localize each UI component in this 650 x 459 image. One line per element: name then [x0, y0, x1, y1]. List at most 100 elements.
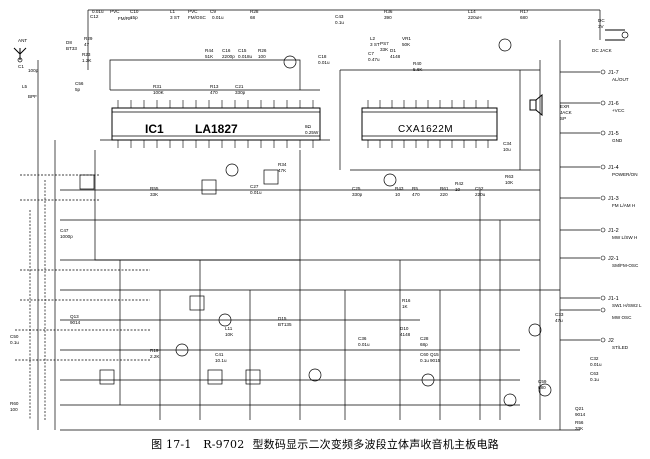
connector-function-label: FM L/AM H	[612, 203, 635, 208]
component-label: R5	[412, 186, 418, 191]
component-label: DC JACK	[592, 48, 613, 53]
component-label: 10	[455, 187, 461, 192]
connector-pin	[600, 195, 606, 201]
component-label: 330p	[352, 192, 363, 197]
component-label: R26	[258, 48, 267, 53]
ic1-part-number: LA1827	[195, 122, 238, 136]
connector-pin-label: J1-1	[608, 296, 619, 302]
component-label: 10K	[505, 180, 514, 185]
component-label: C15	[238, 48, 247, 53]
component-label: R31	[153, 84, 162, 89]
component-label: 100	[10, 407, 18, 412]
component-label: 390	[384, 15, 392, 20]
component-label: R42	[455, 181, 464, 186]
component-label: C36	[358, 336, 367, 341]
component-label: R23	[82, 52, 91, 57]
component-label: Q15	[430, 352, 439, 357]
component-label: R34	[278, 162, 287, 167]
component-label: 220	[440, 192, 448, 197]
component-label: 0.25W	[305, 130, 319, 135]
component-label: 50K	[402, 42, 411, 47]
connector-function-label: POWER/ON	[612, 172, 638, 177]
component-label: R55	[150, 186, 159, 191]
component-label: 47K	[278, 168, 287, 173]
ic2-part-number: CXA1622M	[398, 124, 453, 135]
component-label: R19	[150, 348, 159, 353]
component-label: C10	[130, 9, 139, 14]
component-label: FM/OSC	[188, 15, 207, 20]
component-label: 1K	[402, 304, 409, 309]
component-label: C27	[250, 184, 259, 189]
component-label: 68p	[420, 342, 428, 347]
component-label: 10K	[225, 332, 234, 337]
component-label: 680	[520, 15, 528, 20]
component-label: 1.2K	[82, 58, 92, 63]
connector-pin	[600, 337, 606, 343]
component-label: EXR	[560, 104, 570, 109]
component-label: C28	[420, 336, 429, 341]
connector-pin-label: J1-3	[608, 196, 619, 202]
component-label: 0.01u	[318, 60, 330, 65]
component-label: 47u	[555, 318, 563, 323]
component-label: PS7	[380, 41, 389, 46]
component-label: D8	[66, 40, 72, 45]
component-label: 33K	[575, 426, 584, 431]
component-label: R61	[440, 186, 449, 191]
connector-pin-label: J1-5	[608, 131, 619, 137]
component-label: 2200p	[222, 54, 235, 59]
component-label: R36	[384, 9, 393, 14]
component-label: 15p	[130, 15, 138, 20]
component-label: PVC	[110, 9, 120, 14]
wiring	[15, 9, 601, 431]
component-label: 0.47u	[368, 57, 380, 62]
component-label: JACK	[560, 110, 573, 115]
component-label: 9015	[430, 358, 441, 363]
component-label: FM/RF	[118, 16, 132, 21]
connector-pin-label: J1-7	[608, 70, 619, 76]
component-label: L1	[170, 9, 176, 14]
component-label: 51K	[205, 54, 214, 59]
component-label: 470	[210, 90, 218, 95]
connector-pin	[600, 164, 606, 170]
connector-pin-label: J1-6	[608, 101, 619, 107]
component-label: C59	[538, 379, 547, 384]
component-label: 100	[258, 54, 266, 59]
connector-function-label: ST/LED	[612, 345, 629, 350]
connector-pin	[600, 295, 606, 301]
component-label: R44	[205, 48, 214, 53]
connector-pin	[600, 255, 606, 261]
connector-pin	[600, 69, 606, 75]
component-label: C63	[590, 371, 599, 376]
component-label: 33K	[150, 192, 159, 197]
figure-number: 图 17-1	[151, 438, 192, 451]
component-label: SP	[560, 116, 566, 121]
component-label: 0.01u	[212, 15, 224, 20]
component-label: D1	[390, 48, 396, 53]
component-label: 0.01u	[92, 9, 104, 14]
component-label: 470	[412, 192, 420, 197]
component-label: 0.1u	[420, 358, 429, 363]
component-label: C56	[75, 81, 84, 86]
connector-pin	[600, 130, 606, 136]
component-label: R29	[84, 36, 93, 41]
component-label: 5.6K	[413, 67, 423, 72]
component-label: 10	[395, 192, 401, 197]
connector-pin	[600, 227, 606, 233]
component-label: 100p	[28, 68, 39, 73]
component-label: 47	[84, 42, 90, 47]
component-label: PVC	[188, 9, 198, 14]
connector-function-label: SM/FM-OSC	[612, 263, 639, 268]
component-label: C25	[352, 186, 361, 191]
component-label: Q21	[575, 406, 584, 411]
component-label: DC	[598, 18, 605, 23]
connector-function-label: GND	[612, 138, 623, 143]
component-label: 680	[538, 385, 546, 390]
symbols	[13, 29, 629, 407]
component-label: C60	[420, 352, 429, 357]
component-label: C47	[60, 228, 69, 233]
component-label: C7	[368, 51, 374, 56]
component-label: 0.01u	[358, 342, 370, 347]
component-label: 0.01u	[250, 190, 262, 195]
component-label: R63	[505, 174, 514, 179]
